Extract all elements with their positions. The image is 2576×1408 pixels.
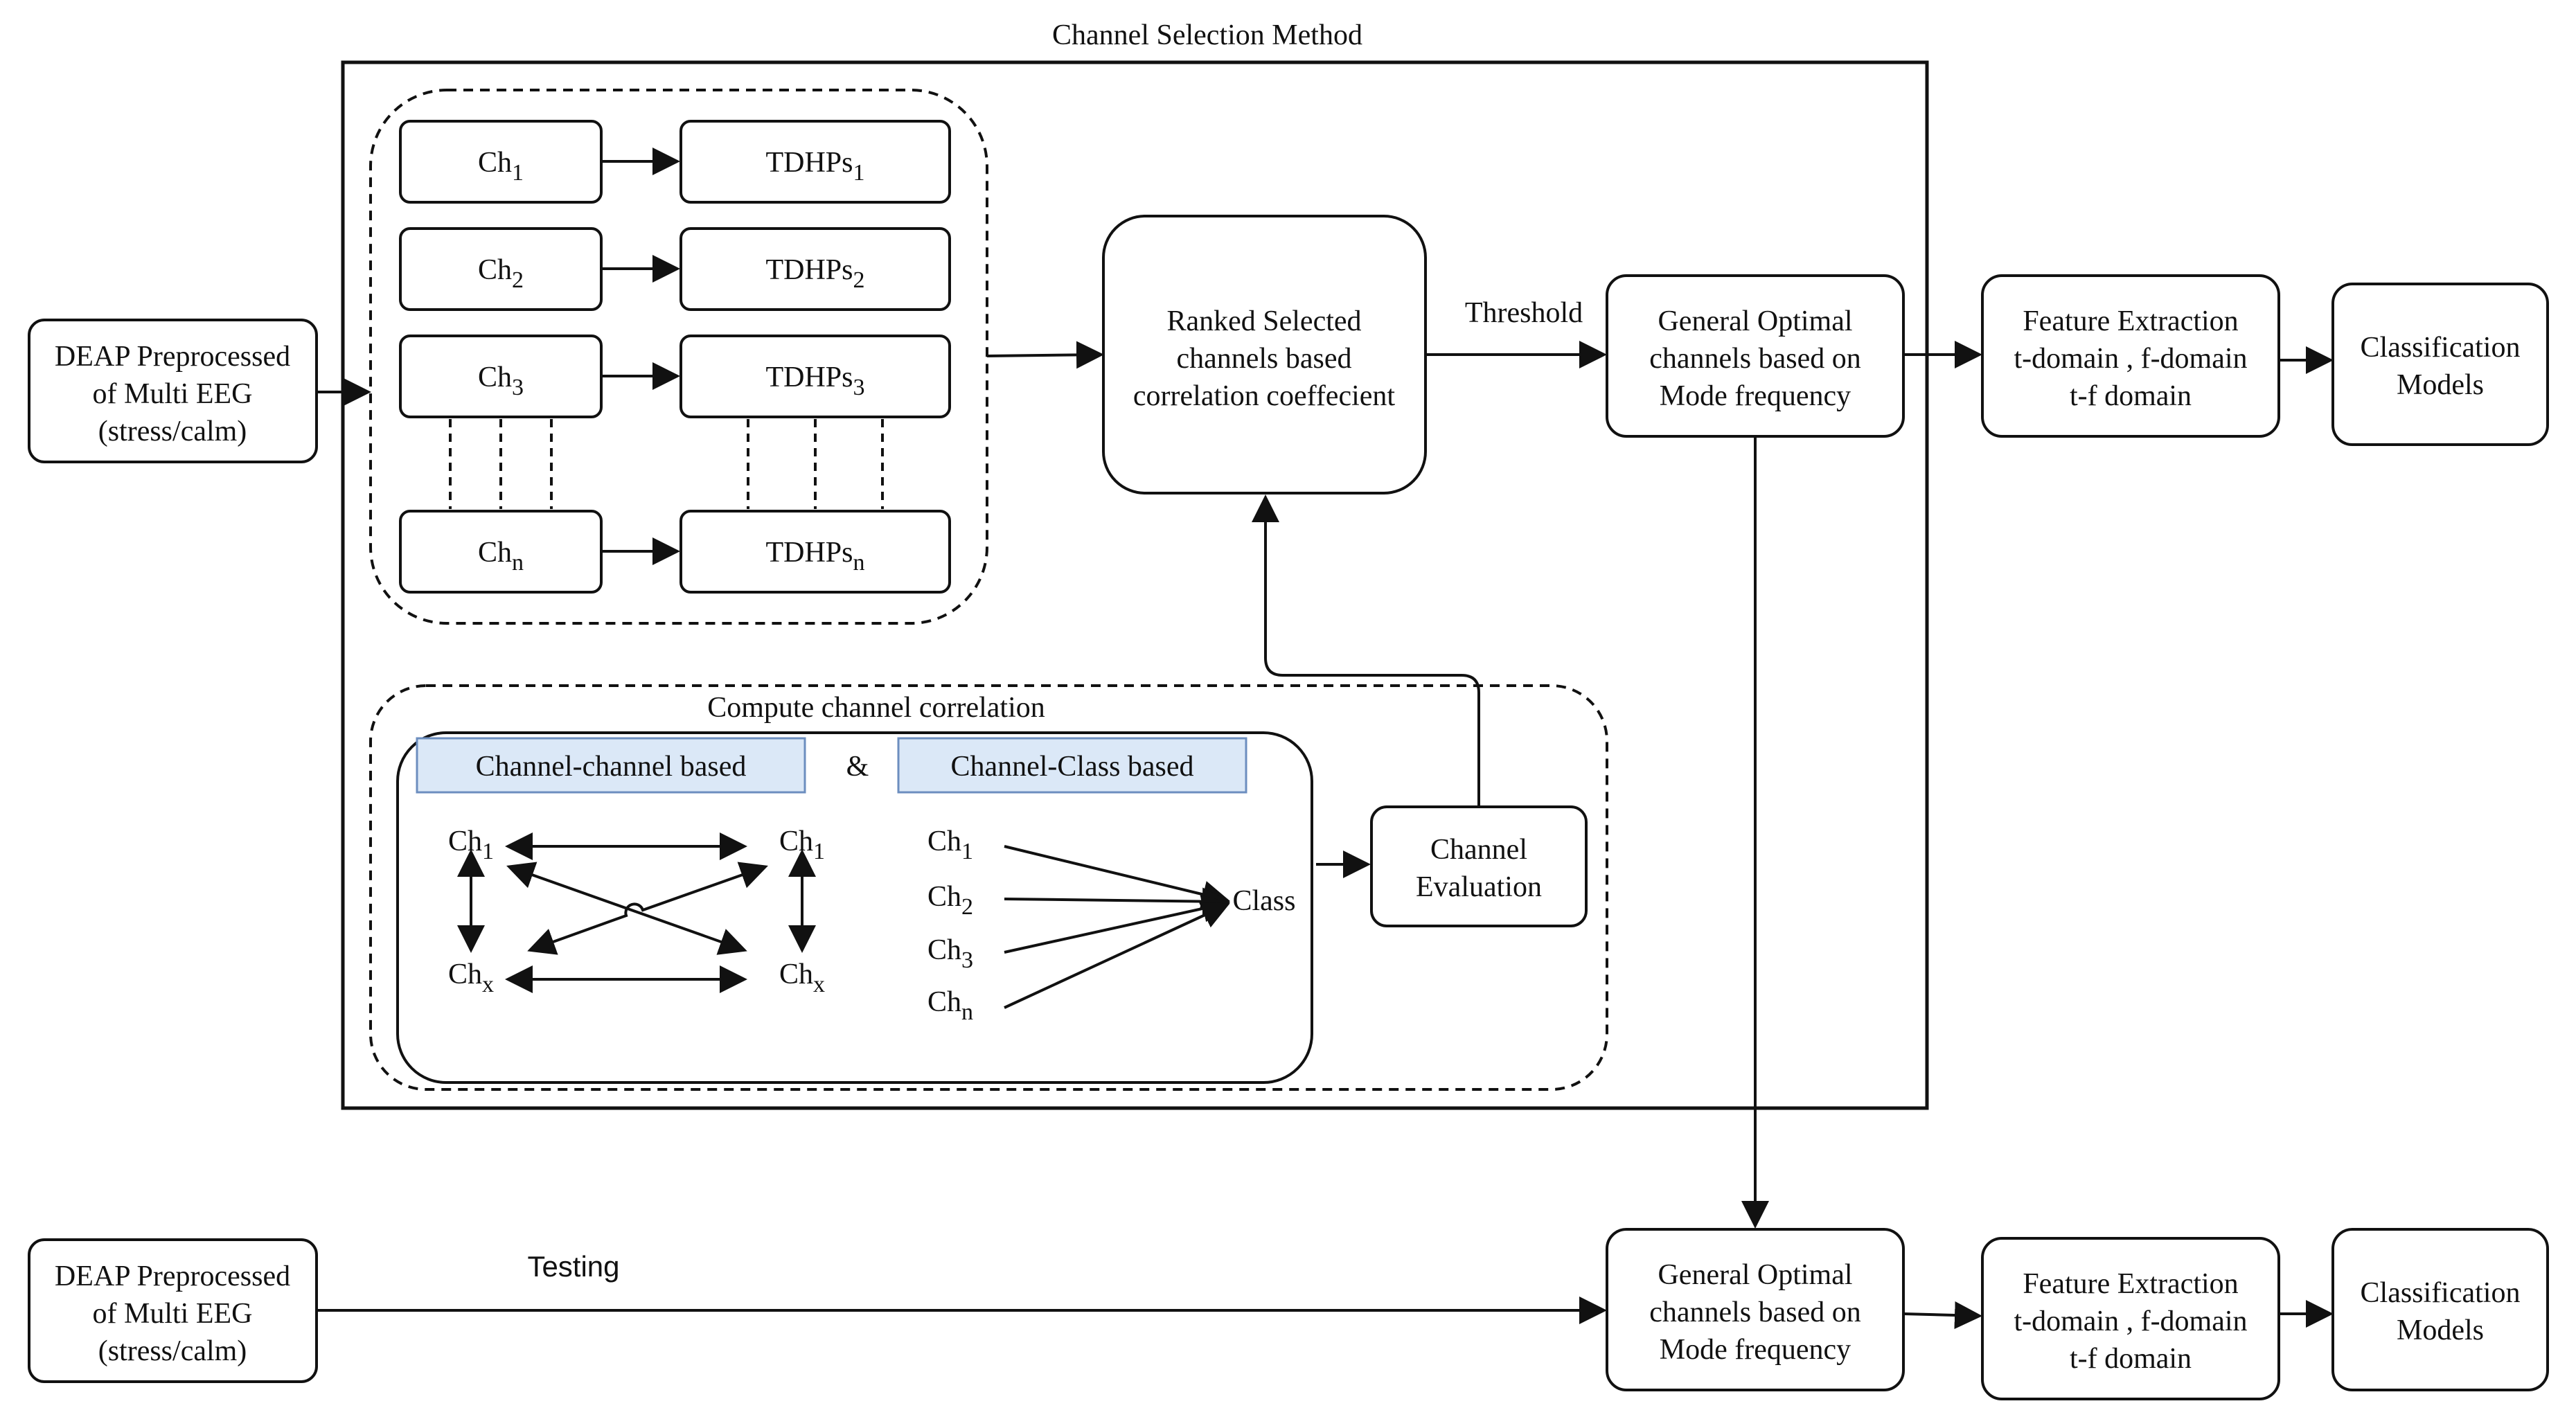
arrow-evaluation-to-ranked [1252,494,1480,807]
tdhps-box-n: TDHPsn [679,510,951,594]
tdhps-box-1: TDHPs1 [679,120,951,204]
svg-text:TDHPs1: TDHPs1 [765,147,864,186]
channel-box-n: Chn [399,510,603,594]
cc-arrows [457,832,816,993]
tdhps-box-3: TDHPs3 [679,335,951,418]
diagram-title: Channel Selection Method [1052,19,1362,51]
channel-to-tdhps-arrows [601,148,680,565]
svg-text:Ch3: Ch3 [478,362,524,400]
svg-text:Classification: Classification [2361,1277,2521,1309]
svg-text:General Optimal: General Optimal [1658,1259,1852,1291]
svg-text:Ch2: Ch2 [478,254,524,293]
svg-text:t-domain , f-domain: t-domain , f-domain [2014,343,2247,375]
ampersand: & [846,751,869,783]
tdhps-group [369,89,988,625]
svg-text:(stress/calm): (stress/calm) [98,416,247,447]
threshold-label: Threshold [1465,297,1583,329]
cc-node-bottom-right: Chx [779,959,825,997]
feature-extraction-box-train: Feature Extraction t-domain , f-domain t… [1981,274,2280,438]
class-channel-2: Ch2 [927,881,973,920]
classification-box-test: Classification Models [2331,1228,2549,1391]
svg-text:t-f domain: t-f domain [2070,1343,2192,1375]
class-arrows [1004,845,1230,1009]
svg-text:General Optimal: General Optimal [1658,305,1852,337]
feature-extraction-box-test: Feature Extraction t-domain , f-domain t… [1981,1237,2280,1400]
svg-text:DEAP Preprocessed: DEAP Preprocessed [55,341,290,373]
ranked-box: Ranked Selected channels based correlati… [1102,215,1427,494]
svg-text:Mode frequency: Mode frequency [1660,380,1851,412]
svg-text:DEAP Preprocessed: DEAP Preprocessed [55,1260,290,1292]
svg-text:Mode frequency: Mode frequency [1660,1334,1851,1366]
svg-text:Classification: Classification [2361,332,2521,364]
class-channel-1: Ch1 [927,826,973,864]
svg-text:(stress/calm): (stress/calm) [98,1335,247,1367]
testing-label: Testing [527,1250,619,1283]
classification-box-train: Classification Models [2331,283,2549,446]
svg-text:channels based on: channels based on [1649,343,1861,375]
svg-text:Channel-Class based: Channel-Class based [950,751,1193,783]
svg-text:channels based on: channels based on [1649,1296,1861,1328]
input-box-test: DEAP Preprocessed of Multi EEG (stress/c… [28,1238,318,1383]
svg-text:of Multi EEG: of Multi EEG [93,378,253,410]
class-channel-3: Ch3 [927,934,973,973]
class-target: Class [1232,885,1295,917]
svg-text:Channel: Channel [1430,834,1527,866]
svg-text:Feature Extraction: Feature Extraction [2023,1268,2238,1300]
input-box-train: DEAP Preprocessed of Multi EEG (stress/c… [28,319,318,463]
svg-text:Chn: Chn [478,537,524,576]
channel-box-2: Ch2 [399,227,603,311]
channel-selection-frame [341,60,1929,1110]
svg-text:Ch1: Ch1 [478,147,524,186]
svg-text:Feature Extraction: Feature Extraction [2023,305,2238,337]
svg-text:t-domain , f-domain: t-domain , f-domain [2014,1305,2247,1337]
svg-text:channels based: channels based [1176,343,1351,375]
svg-text:of Multi EEG: of Multi EEG [93,1298,253,1330]
correlation-methods-box [396,731,1313,1084]
channel-box-3: Ch3 [399,335,603,418]
compute-correlation-title: Compute channel correlation [707,692,1045,724]
svg-text:Channel-channel based: Channel-channel based [476,751,747,783]
svg-text:Ranked Selected: Ranked Selected [1166,305,1361,337]
svg-text:TDHPs2: TDHPs2 [765,254,864,293]
svg-text:TDHPs3: TDHPs3 [765,362,864,400]
class-channel-n: Chn [927,986,973,1025]
svg-text:Models: Models [2397,369,2484,401]
svg-text:correlation coeffecient: correlation coeffecient [1133,380,1395,412]
general-optimal-box-train: General Optimal channels based on Mode f… [1606,274,1905,438]
svg-text:TDHPsn: TDHPsn [765,537,864,576]
tdhps-box-2: TDHPs2 [679,227,951,311]
ellipsis-lines [449,419,884,509]
general-optimal-box-test: General Optimal channels based on Mode f… [1606,1228,1905,1391]
channel-evaluation-box: Channel Evaluation [1370,805,1588,927]
channel-channel-label: Channel-channel based [416,737,806,794]
compute-correlation-group [369,684,1608,1091]
channel-box-1: Ch1 [399,120,603,204]
svg-text:t-f domain: t-f domain [2070,380,2192,412]
svg-text:Evaluation: Evaluation [1416,871,1542,903]
channel-class-label: Channel-Class based [897,737,1247,794]
svg-text:Models: Models [2397,1315,2484,1346]
arrow-optimal-to-feature-test [1903,1301,1982,1330]
cc-node-bottom-left: Chx [448,959,494,997]
arrow-group-to-ranked [986,341,1104,369]
